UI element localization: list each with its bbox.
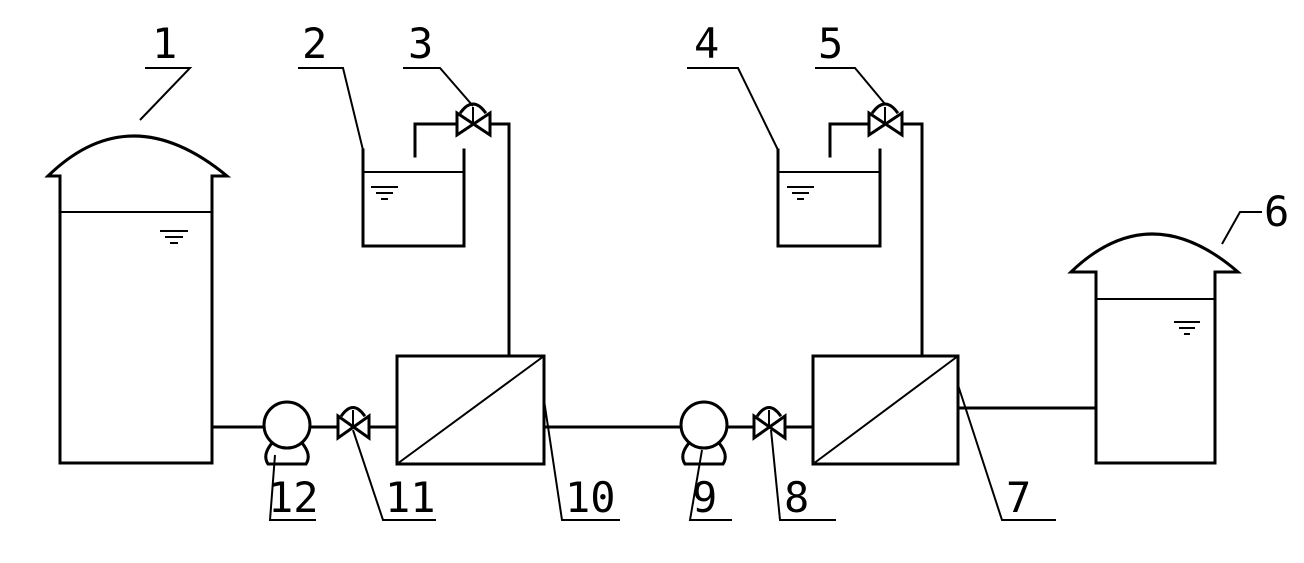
label-3: 3	[408, 19, 433, 68]
pipeline	[210, 122, 1098, 429]
pump-9	[679, 400, 729, 466]
label-1: 1	[152, 19, 177, 68]
label-10: 10	[565, 473, 616, 522]
valve-8	[752, 406, 787, 441]
label-9: 9	[692, 473, 717, 522]
label-6: 6	[1264, 187, 1289, 236]
label-8: 8	[784, 473, 809, 522]
valve-3	[455, 102, 492, 138]
label-5: 5	[818, 19, 843, 68]
leader-lines	[139, 67, 1262, 521]
membrane-module-7	[811, 354, 960, 466]
callout-labels: 1 2 3 4 5 6 7 8 9 10 11 12	[152, 19, 1289, 522]
water-level-icon	[1174, 321, 1200, 335]
water-level-icon	[371, 186, 398, 200]
valve-11	[336, 406, 371, 441]
membrane-module-10	[395, 354, 546, 466]
label-2: 2	[302, 19, 327, 68]
water-level-icon	[787, 186, 814, 200]
water-level-icon	[160, 230, 188, 244]
dosing-tank-4	[776, 148, 882, 248]
valve-5	[867, 102, 904, 138]
tank-6	[1067, 232, 1243, 465]
label-11: 11	[385, 473, 436, 522]
tank-1	[44, 134, 232, 465]
label-7: 7	[1006, 473, 1031, 522]
label-12: 12	[268, 473, 319, 522]
pump-12	[262, 400, 312, 466]
dosing-tank-2	[361, 148, 466, 248]
label-4: 4	[694, 19, 719, 68]
